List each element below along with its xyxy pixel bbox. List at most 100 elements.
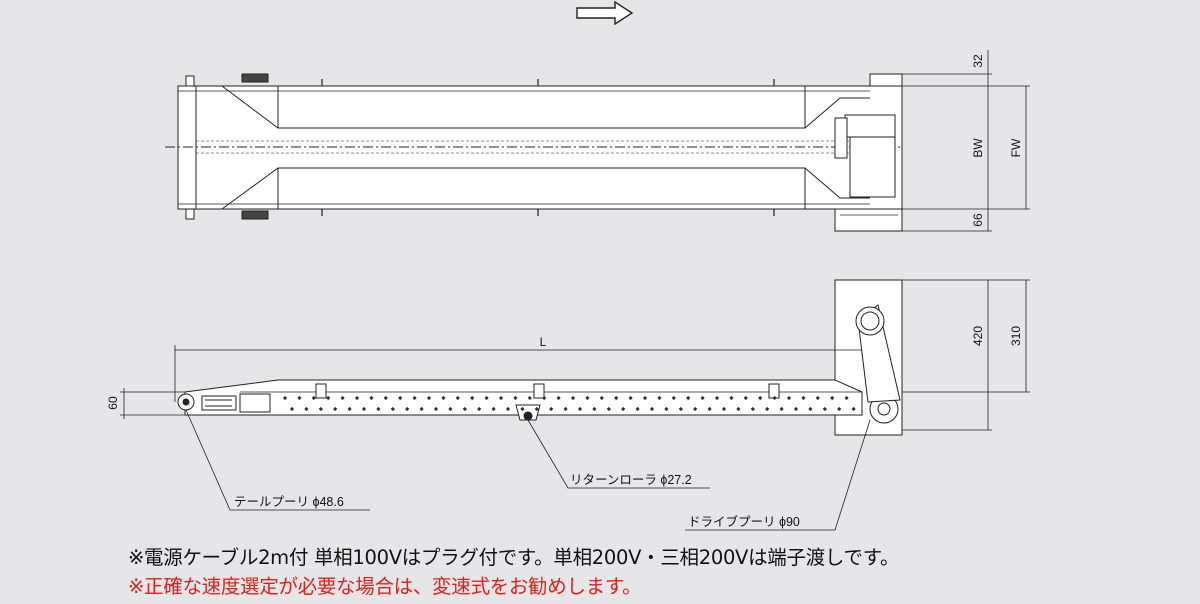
belt-hole [772, 395, 777, 401]
belt-hole [419, 406, 424, 412]
belt-hole [729, 395, 734, 401]
belt-hole [383, 395, 388, 401]
belt-hole [758, 395, 763, 401]
belt-hole [585, 395, 590, 401]
belt-hole [808, 406, 813, 412]
belt-hole [505, 406, 511, 412]
belt-hole [786, 395, 792, 401]
belt-hole [412, 395, 417, 401]
belt-hole [664, 406, 669, 412]
belt-hole [721, 406, 727, 412]
belt-hole [333, 406, 338, 412]
belt-hole [700, 395, 705, 401]
belt-hole [765, 406, 770, 412]
belt-hole [750, 406, 755, 412]
belt-hole [282, 395, 288, 401]
belt-hole [340, 395, 345, 401]
belt-hole [455, 395, 460, 401]
belt-hole [361, 406, 367, 412]
dim-motor-height-inner: 310 [1009, 326, 1023, 346]
callout-drive-pulley: ドライブプーリ ϕ90 [688, 514, 800, 529]
belt-hole [470, 395, 475, 401]
belt-hole [743, 395, 748, 401]
belt-hole [513, 395, 518, 401]
belt-hole [693, 406, 698, 412]
belt-hole [678, 406, 683, 412]
motor-top [834, 73, 903, 232]
belt-holes [282, 395, 856, 412]
belt-hole [527, 395, 532, 401]
belt-hole [599, 395, 604, 401]
callout-tail-pulley: テールプーリ ϕ48.6 [234, 495, 344, 509]
belt-hole [793, 406, 799, 412]
belt-hole [592, 406, 597, 412]
dim-length: L [540, 335, 547, 349]
belt-hole [405, 406, 410, 412]
note-speed-selection: ※正確な速度選定が必要な場合は、変速式をお勧めします。 [128, 575, 642, 598]
belt-hole [570, 395, 576, 401]
dim-belt-width: BW [971, 138, 985, 158]
belt-hole [448, 406, 453, 412]
belt-hole [491, 406, 496, 412]
belt-hole [830, 395, 835, 401]
dim-top-offset: 32 [971, 54, 985, 68]
belt-hole [354, 395, 360, 401]
belt-frame-top [177, 85, 903, 210]
belt-hole [822, 406, 827, 412]
belt-hole [398, 395, 403, 401]
dim-frame-width: FW [1009, 138, 1023, 157]
belt-hole [851, 406, 856, 412]
belt-hole [642, 395, 648, 401]
belt-hole [297, 395, 302, 401]
belt-hole [304, 406, 309, 412]
belt-hole [801, 395, 806, 401]
belt-hole [549, 406, 554, 412]
belt-hole [318, 406, 323, 412]
arrow-right-icon [576, 0, 634, 26]
belt-hole [498, 395, 504, 401]
belt-hole [441, 395, 446, 401]
belt-hole [707, 406, 712, 412]
note-power-cable: ※電源ケーブル2m付 単相100Vはプラグ付です。単相200V・三相200Vは端… [128, 546, 900, 569]
belt-hole [686, 395, 691, 401]
top-view [165, 50, 1030, 232]
belt-hole [815, 395, 820, 401]
belt-hole [326, 395, 331, 401]
belt-hole [736, 406, 741, 412]
belt-hole [635, 406, 640, 412]
belt-hole [520, 406, 525, 412]
belt-hole [556, 395, 561, 401]
belt-hole [376, 406, 381, 412]
belt-hole [779, 406, 784, 412]
belt-hole [462, 406, 467, 412]
belt-hole [484, 395, 489, 401]
side-view [120, 279, 1030, 531]
dim-motor-height-outer: 420 [971, 326, 985, 346]
belt-hole [433, 406, 439, 412]
belt-hole [614, 395, 619, 401]
belt-hole [563, 406, 568, 412]
belt-hole [534, 406, 539, 412]
belt-hole [649, 406, 655, 412]
belt-hole [477, 406, 482, 412]
belt-hole [714, 395, 720, 401]
belt-hole [837, 406, 842, 412]
belt-hole [426, 395, 432, 401]
belt-hole [671, 395, 676, 401]
belt-hole [844, 395, 849, 401]
belt-hole [542, 395, 547, 401]
belt-hole [657, 395, 662, 401]
belt-hole [390, 406, 395, 412]
belt-hole [289, 406, 295, 412]
dim-bottom-offset: 66 [971, 213, 985, 227]
belt-hole [621, 406, 626, 412]
callout-return-roller: リターンローラ ϕ27.2 [570, 473, 692, 487]
belt-hole [311, 395, 316, 401]
dim-belt-height: 60 [106, 396, 120, 410]
belt-hole [577, 406, 583, 412]
belt-hole [628, 395, 633, 401]
belt-hole [369, 395, 374, 401]
belt-hole [347, 406, 352, 412]
